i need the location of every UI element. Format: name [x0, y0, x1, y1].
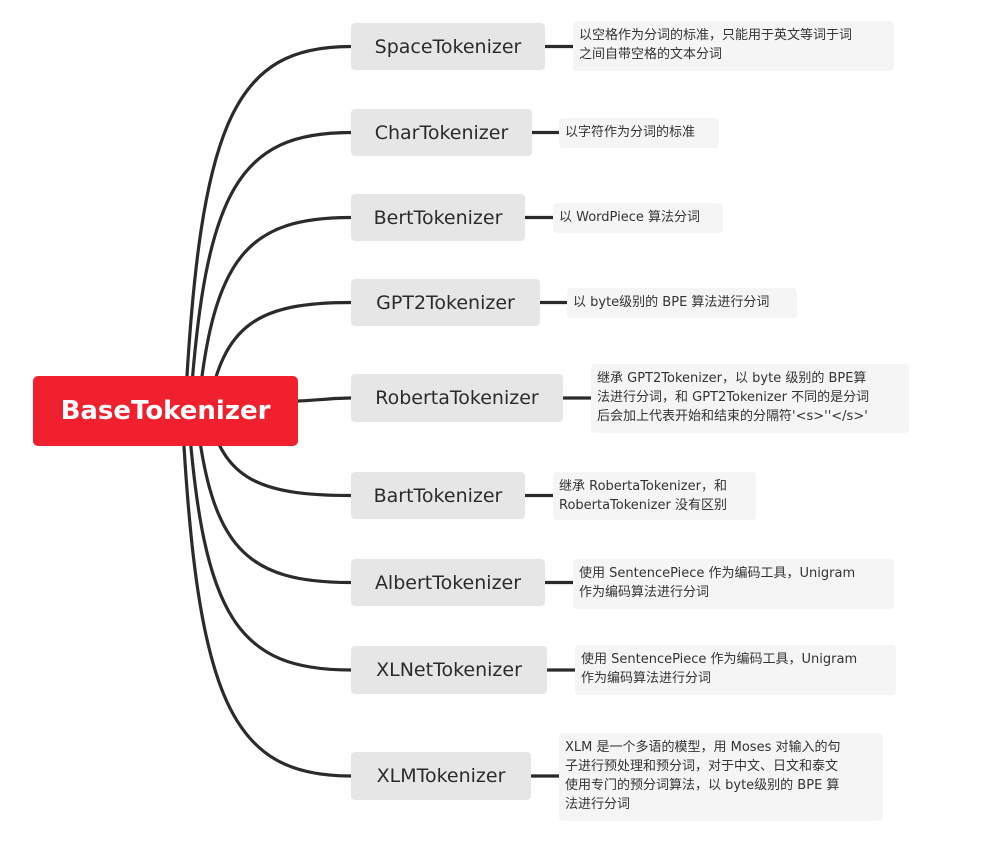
connector-root-to-node-1 — [188, 130, 353, 413]
connector-root-to-node-4 — [296, 396, 353, 403]
note-alberttokenizer[interactable]: 使用 SentencePiece 作为编码工具，Unigram 作为编码算法进行… — [573, 559, 894, 609]
node-alberttokenizer[interactable]: AlbertTokenizer — [351, 559, 545, 606]
node-spacetokenizer[interactable]: SpaceTokenizer — [351, 23, 545, 70]
root-node-basetokenizer[interactable]: BaseTokenizer — [33, 376, 298, 446]
note-chartokenizer[interactable]: 以字符作为分词的标准 — [559, 118, 719, 148]
node-xlnettokenizer[interactable]: XLNetTokenizer — [351, 646, 547, 694]
connector-root-to-node-2 — [196, 215, 353, 413]
node-chartokenizer[interactable]: CharTokenizer — [351, 109, 532, 156]
node-barttokenizer[interactable]: BartTokenizer — [351, 472, 525, 519]
node-gpt2tokenizer[interactable]: GPT2Tokenizer — [351, 279, 540, 326]
note-berttokenizer[interactable]: 以 WordPiece 算法分词 — [553, 203, 723, 233]
connector-root-to-node-7 — [186, 409, 353, 672]
connector-root-to-node-8 — [180, 409, 353, 778]
note-xlnettokenizer[interactable]: 使用 SentencePiece 作为编码工具，Unigram 作为编码算法进行… — [575, 645, 896, 695]
node-xlmtokenizer[interactable]: XLMTokenizer — [351, 752, 531, 800]
note-robertatokenizer[interactable]: 继承 GPT2Tokenizer，以 byte 级别的 BPE算 法进行分词，和… — [591, 364, 909, 433]
node-berttokenizer[interactable]: BertTokenizer — [351, 194, 525, 241]
note-barttokenizer[interactable]: 继承 RobertaTokenizer，和 RobertaTokenizer 没… — [553, 472, 756, 520]
node-robertatokenizer[interactable]: RobertaTokenizer — [351, 374, 563, 422]
note-xlmtokenizer[interactable]: XLM 是一个多语的模型，用 Moses 对输入的句 子进行预处理和预分词，对于… — [559, 733, 883, 821]
connector-root-to-node-0 — [183, 44, 353, 413]
note-spacetokenizer[interactable]: 以空格作为分词的标准，只能用于英文等词于词 之间自带空格的文本分词 — [573, 21, 894, 71]
connector-root-to-node-6 — [194, 409, 353, 585]
note-gpt2tokenizer[interactable]: 以 byte级别的 BPE 算法进行分词 — [567, 288, 797, 318]
